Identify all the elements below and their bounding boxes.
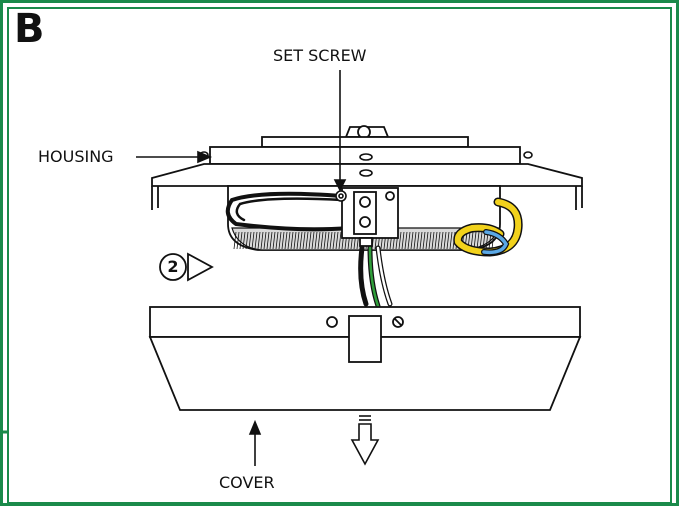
black-wires (225, 191, 350, 232)
set-screw (335, 190, 347, 202)
terminal-block (341, 187, 399, 247)
set-screw-leader (333, 70, 347, 192)
step-number: 2 (167, 257, 179, 276)
frame-inner-line (7, 7, 672, 504)
set-screw-label: SET SCREW (273, 46, 367, 65)
down-arrow-icon (350, 415, 380, 466)
cover-shape (148, 306, 582, 411)
housing-label: HOUSING (38, 147, 114, 166)
cover-leader (248, 419, 262, 466)
lead-wires (358, 245, 393, 309)
housing-screw-marks (199, 151, 533, 177)
step-marker (159, 252, 214, 282)
housing-leader (136, 150, 213, 164)
color-wires (453, 197, 523, 257)
cover-label: COVER (219, 473, 275, 492)
panel-letter: B (14, 6, 45, 52)
